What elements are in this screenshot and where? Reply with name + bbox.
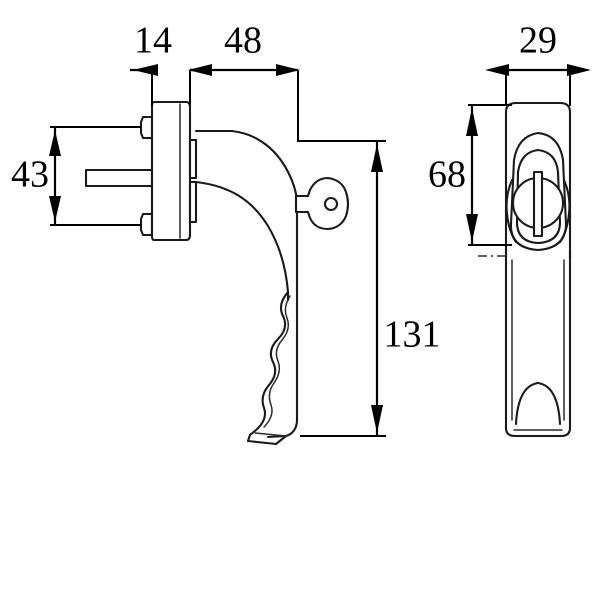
dim-48-arrow-left — [188, 64, 212, 76]
dim-131-label: 131 — [384, 314, 441, 356]
neck-upper-collar — [188, 138, 198, 180]
dim-14-label: 14 — [134, 20, 172, 62]
cylinder-key-slot — [532, 170, 544, 238]
dim-43-arrow-top — [49, 130, 61, 156]
key-hole — [323, 196, 339, 212]
dim-29-arrow-right — [567, 64, 591, 76]
dim-14-arrow-left — [133, 64, 158, 76]
front-elevation-view — [478, 101, 572, 438]
dim-131-arrow-bottom — [371, 405, 383, 433]
neck-lower-collar — [188, 180, 198, 224]
dim-48-label: 48 — [224, 20, 262, 62]
side-elevation-view — [84, 100, 350, 446]
key — [294, 176, 350, 231]
dim-68-arrow-bottom — [466, 214, 478, 242]
dim-68-arrow-top — [466, 108, 478, 136]
escutcheon-left-shoulder — [505, 178, 518, 244]
handle-lever-tip — [246, 433, 288, 446]
spindle-bar — [84, 168, 154, 188]
dimension-43: 43 — [11, 126, 141, 226]
lower-screw-boss — [139, 212, 154, 237]
dim-68-label: 68 — [428, 154, 466, 196]
handle-grip-scallop-edge — [248, 290, 290, 437]
handle-lever-upper-profile — [194, 129, 299, 206]
dimension-48: 48 — [188, 20, 299, 142]
dimension-29: 29 — [485, 20, 591, 106]
lower-dome — [514, 381, 562, 426]
dim-43-arrow-bottom — [49, 196, 61, 222]
dimension-14: 14 — [130, 20, 300, 106]
dim-29-arrow-left — [485, 64, 509, 76]
handle-grip-inner-ridge — [263, 295, 291, 428]
dim-131-arrow-top — [371, 144, 383, 172]
handle-lever-right-face — [266, 202, 299, 439]
escutcheon-right-shoulder — [558, 178, 571, 244]
handle-lever-inner-profile — [194, 180, 290, 294]
dim-29-label: 29 — [519, 20, 557, 62]
dimension-68: 68 — [428, 104, 512, 246]
dim-43-label: 43 — [11, 154, 49, 196]
upper-screw-boss — [139, 115, 154, 140]
dimension-131: 131 — [298, 140, 441, 437]
handle-lever-tip-edge — [254, 432, 287, 437]
backplate — [150, 100, 192, 242]
